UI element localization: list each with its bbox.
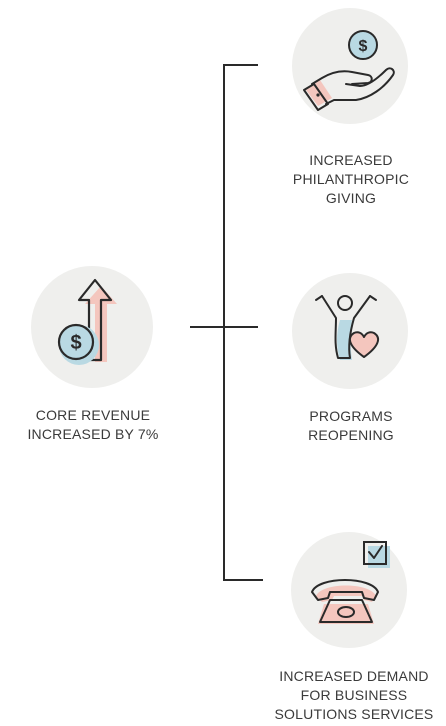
branch-1-label-line-1: INCREASED <box>309 152 393 168</box>
svg-text:$: $ <box>70 332 81 354</box>
branch-1-label-line-2: PHILANTHROPIC <box>292 171 410 187</box>
branch-3-label-line-3: SOLUTIONS SERVICES <box>274 706 434 722</box>
connector-source-line <box>190 326 224 328</box>
branch-3-label: INCREASED DEMAND FOR BUSINESS SOLUTIONS … <box>262 667 446 724</box>
source-label: CORE REVENUE INCREASED BY 7% <box>0 406 186 444</box>
connector-vertical-line <box>223 64 225 581</box>
source-label-line-2: INCREASED BY 7% <box>27 426 159 442</box>
branch-2-label-line-1: PROGRAMS <box>309 408 393 424</box>
branch-1-icon-circle <box>292 8 408 124</box>
branch-1-label: INCREASED PHILANTHROPIC GIVING <box>268 151 434 208</box>
branch-3-label-line-2: FOR BUSINESS <box>300 687 408 703</box>
connector-branch-3-line <box>223 579 263 581</box>
branch-2-label-line-2: REOPENING <box>308 427 394 443</box>
connector-branch-1-line <box>223 64 258 66</box>
source-label-line-1: CORE REVENUE <box>35 407 151 423</box>
svg-text:$: $ <box>359 38 368 55</box>
branch-2-label: PROGRAMS REOPENING <box>268 407 434 445</box>
branch-3-label-line-1: INCREASED DEMAND <box>279 668 429 684</box>
connector-branch-2-line <box>223 326 258 328</box>
source-icon-circle <box>31 266 153 388</box>
branch-1-label-line-3: GIVING <box>325 190 377 206</box>
